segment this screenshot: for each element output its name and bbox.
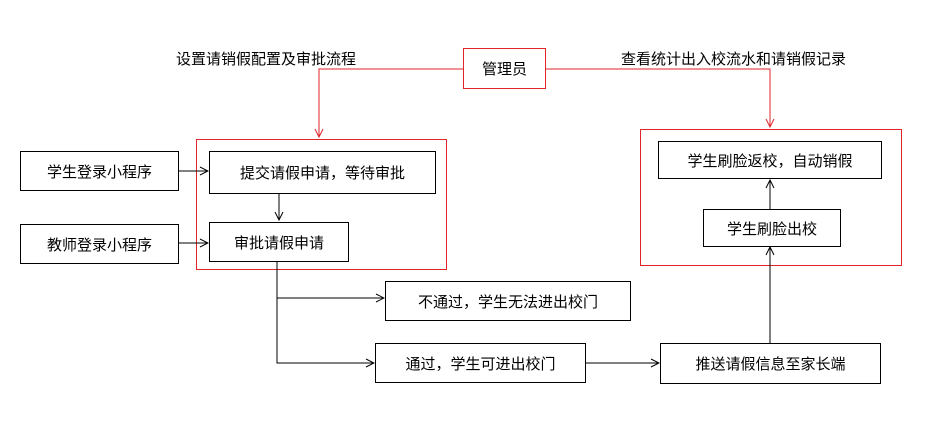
teacher-login-node: 教师登录小程序 — [20, 224, 179, 264]
face-return-node: 学生刷脸返校，自动销假 — [658, 141, 882, 179]
admin-to-face-group-arrow — [546, 68, 770, 127]
submit-leave-node: 提交请假申请，等待审批 — [209, 151, 436, 194]
leave-application-group — [196, 139, 447, 270]
approve-to-rejected-arrow — [276, 262, 384, 298]
admin-to-leave-group-arrow — [319, 68, 463, 137]
admin-config-label: 设置请销假配置及审批流程 — [176, 50, 357, 68]
push-parent-node: 推送请假信息至家长端 — [660, 343, 881, 384]
admin-stats-label: 查看统计出入校流水和请销假记录 — [621, 50, 847, 68]
admin-node: 管理员 — [463, 48, 546, 89]
approve-to-approved-arrow — [276, 298, 374, 363]
approved-node: 通过，学生可进出校门 — [375, 343, 586, 383]
rejected-node: 不通过，学生无法进出校门 — [385, 281, 631, 321]
face-recognition-group — [640, 129, 902, 266]
approve-leave-node: 审批请假申请 — [209, 222, 349, 262]
student-login-node: 学生登录小程序 — [20, 151, 179, 191]
face-exit-node: 学生刷脸出校 — [703, 209, 841, 247]
